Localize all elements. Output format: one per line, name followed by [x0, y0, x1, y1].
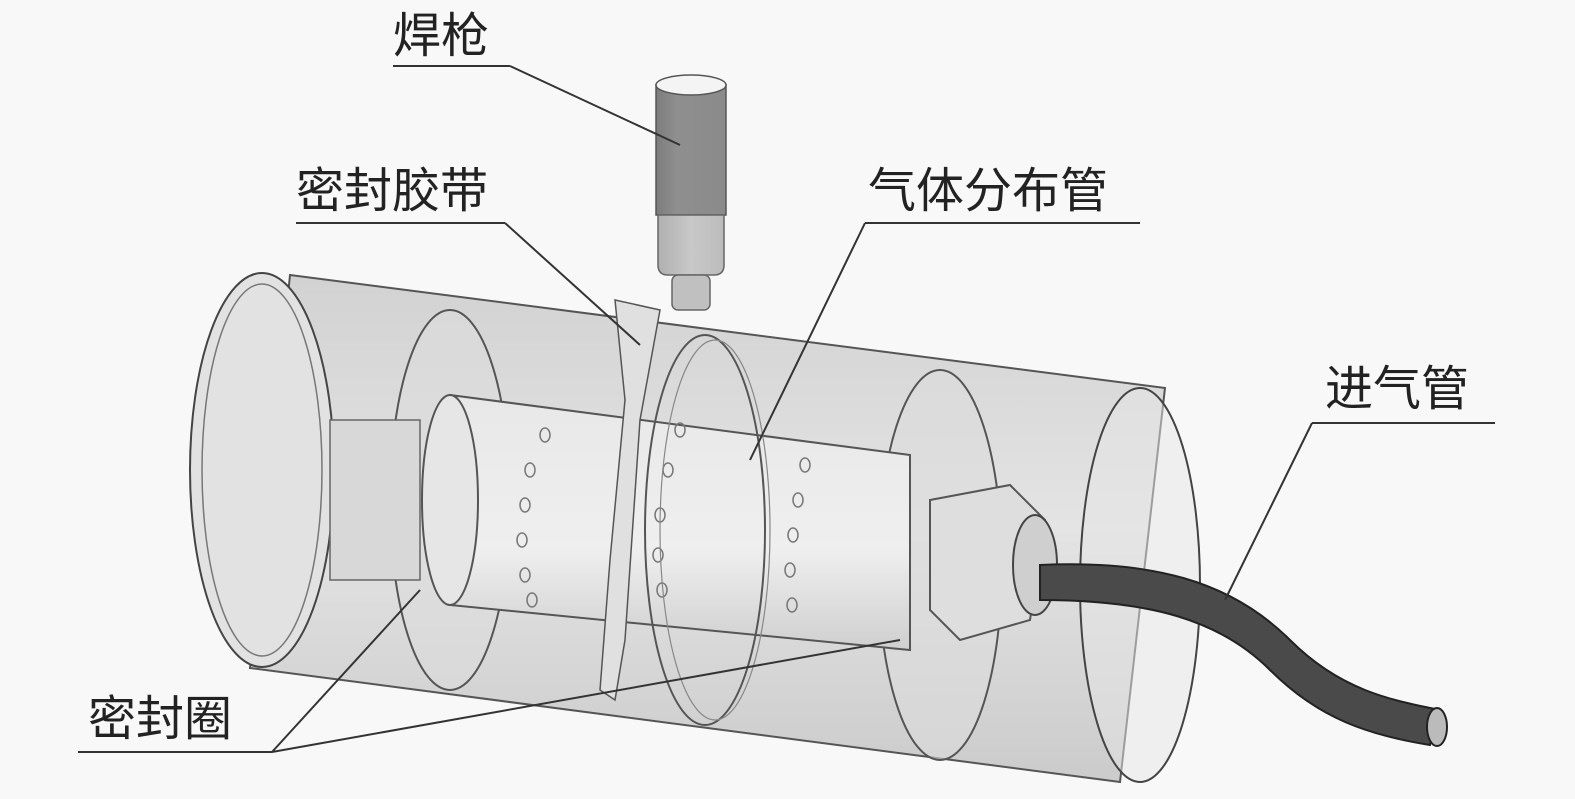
label-tape: 密封胶带 — [296, 165, 641, 346]
sealing-tape — [599, 299, 771, 726]
label-torch: 焊枪 — [393, 10, 681, 146]
label-tape-text: 密封胶带 — [296, 165, 488, 218]
label-torch-text: 焊枪 — [393, 10, 489, 63]
welding-torch — [655, 74, 727, 311]
gas-distribution-pipe — [329, 393, 1058, 652]
label-seal-text: 密封圈 — [88, 693, 232, 746]
label-inlet: 进气管 — [1224, 363, 1495, 601]
label-distributor: 气体分布管 — [749, 165, 1140, 461]
label-distributor-text: 气体分布管 — [868, 165, 1108, 218]
label-inlet-text: 进气管 — [1325, 363, 1469, 416]
label-seal: 密封圈 — [78, 589, 901, 753]
